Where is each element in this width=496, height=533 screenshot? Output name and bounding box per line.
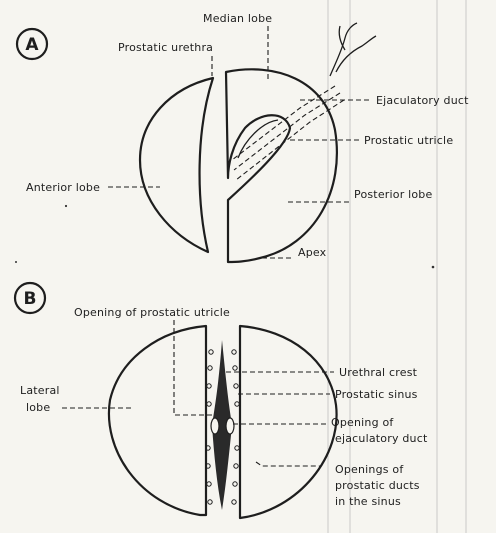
duct-opening (233, 482, 237, 486)
duct-opening (207, 384, 211, 388)
label-opening-ejac-line1: Opening of (331, 416, 394, 429)
duct-opening (234, 384, 238, 388)
stray-dot (15, 261, 17, 263)
duct-opening (207, 402, 211, 406)
left-lateral-lobe-shape (109, 326, 206, 515)
label-prostatic-urethra: Prostatic urethra (118, 41, 213, 54)
label-median-lobe: Median lobe (203, 12, 272, 25)
panel-a-letter: A (25, 35, 39, 55)
panel-b-letter: B (24, 289, 37, 309)
label-apex: Apex (298, 246, 327, 259)
label-openings-ducts-line3: in the sinus (335, 495, 401, 508)
ejaculatory-opening-left (211, 418, 219, 434)
duct-opening (235, 446, 239, 450)
median-posterior-lobe-shape (226, 69, 337, 262)
vessel-line (336, 36, 376, 72)
duct-opening (209, 350, 213, 354)
label-openings-ducts-line1: Openings of (335, 463, 404, 476)
label-lateral-lobe-line2: lobe (26, 401, 50, 414)
stray-dot (432, 266, 435, 269)
label-lateral-lobe-line1: Lateral (20, 384, 60, 397)
right-lateral-lobe-shape (240, 326, 337, 518)
label-ejaculatory-duct: Ejaculatory duct (376, 94, 469, 107)
leader-openings-ducts (256, 462, 322, 466)
label-posterior-lobe: Posterior lobe (354, 188, 432, 201)
ejaculatory-opening-right (226, 418, 234, 434)
stray-dot (65, 205, 67, 207)
duct-opening (235, 402, 239, 406)
duct-opening (232, 350, 236, 354)
duct-opening (208, 366, 212, 370)
label-prostatic-utricle: Prostatic utricle (364, 134, 453, 147)
duct-opening (208, 500, 212, 504)
duct-opening (207, 482, 211, 486)
duct-opening (233, 366, 237, 370)
label-anterior-lobe: Anterior lobe (26, 181, 100, 194)
label-prostatic-sinus: Prostatic sinus (335, 388, 418, 401)
label-openings-ducts-line2: prostatic ducts (335, 479, 420, 492)
label-opening-ejac-line2: ejaculatory duct (335, 432, 428, 445)
duct-opening (234, 464, 238, 468)
label-opening-prostatic-utricle: Opening of prostatic utricle (74, 306, 230, 319)
label-urethral-crest: Urethral crest (339, 366, 418, 379)
vessel-line (330, 23, 357, 76)
duct-opening (232, 500, 236, 504)
anterior-lobe-shape (140, 78, 213, 252)
